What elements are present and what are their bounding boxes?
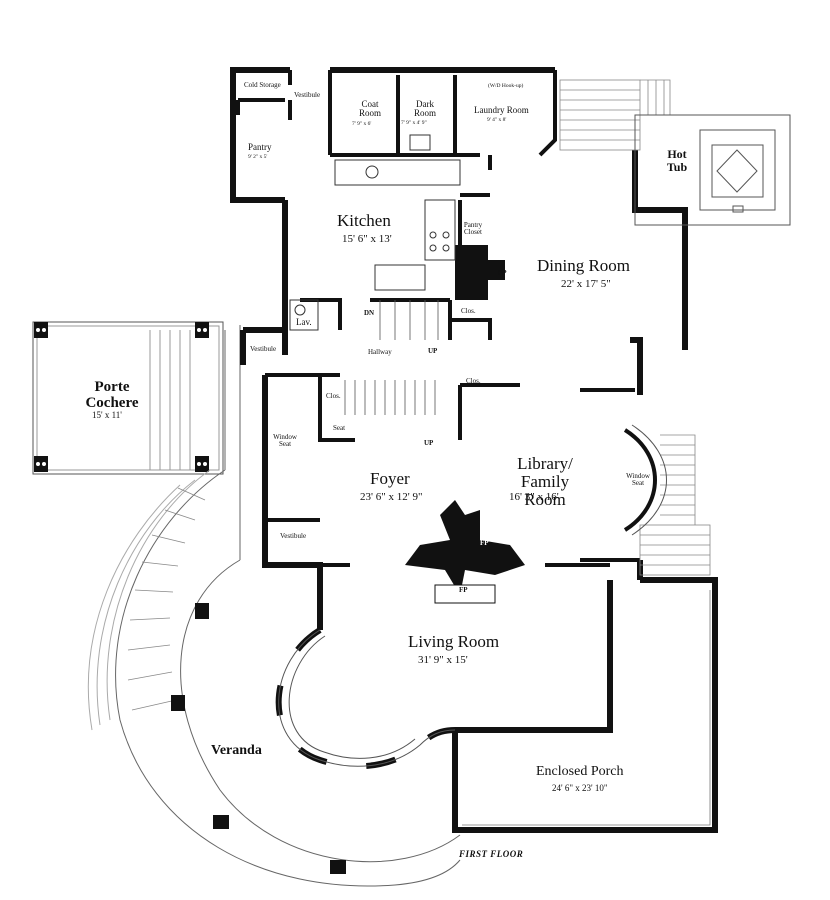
room-living: Living Room bbox=[408, 632, 500, 651]
fireplace-label-b: FP bbox=[480, 539, 489, 547]
porch-screens bbox=[462, 590, 711, 826]
fireplace-hearths bbox=[434, 584, 496, 604]
room-lav: Lav. bbox=[296, 317, 312, 327]
room-foyer: Foyer bbox=[370, 469, 410, 488]
room-coat-room-size: 7' 9" x 6' bbox=[352, 121, 372, 127]
room-laundry-size: 9' 4" x 8' bbox=[487, 117, 507, 123]
veranda-columns bbox=[171, 603, 346, 874]
room-library-size: 16' 3" x 16' bbox=[509, 491, 559, 503]
room-vestibule-top: Vestibule bbox=[294, 91, 321, 99]
fireplace-kitchen-label: FP bbox=[498, 269, 507, 277]
room-enclosed-porch-size: 24' 6" x 23' 10" bbox=[552, 783, 608, 793]
library-window-seat-glass bbox=[631, 424, 667, 536]
room-pantry-size: 9' 2" x 5' bbox=[248, 154, 268, 160]
fireplace-label-c: FP bbox=[459, 586, 468, 594]
porte-columns bbox=[34, 322, 209, 472]
kitchen-fixtures bbox=[289, 134, 461, 331]
stair-treads bbox=[344, 300, 439, 415]
room-coat-room: Coat Room bbox=[358, 99, 381, 119]
room-clos-c: Clos. bbox=[326, 392, 341, 400]
exterior-walls bbox=[230, 67, 718, 833]
library-window-seat bbox=[623, 428, 657, 532]
room-veranda: Veranda bbox=[211, 743, 262, 758]
room-pantry: Pantry bbox=[248, 142, 272, 152]
room-clos-a: Clos. bbox=[461, 307, 476, 315]
room-hallway: Hallway bbox=[368, 348, 392, 356]
room-dark-room: Dark Room bbox=[413, 99, 436, 119]
room-dark-room-size: 7' 9" x 4' 9" bbox=[401, 120, 427, 126]
room-porte-cochere: Porte Cochere bbox=[85, 379, 139, 411]
room-foyer-size: 23' 6" x 12' 9" bbox=[360, 491, 423, 503]
hot-tub-deck bbox=[634, 114, 791, 226]
deck-right bbox=[639, 434, 711, 576]
fireplace-label-a: FP bbox=[427, 535, 436, 543]
room-cold-storage: Cold Storage bbox=[244, 81, 281, 89]
fireplace-center bbox=[405, 500, 525, 595]
porte-cochere bbox=[32, 321, 224, 475]
room-hot-tub: Hot Tub bbox=[666, 147, 688, 174]
room-clos-b: Clos. bbox=[466, 377, 481, 385]
plan-caption: FIRST FLOOR bbox=[459, 849, 524, 859]
room-dining: Dining Room bbox=[537, 256, 631, 275]
living-bay-glass bbox=[278, 629, 456, 767]
room-living-size: 31' 9" x 15' bbox=[418, 654, 468, 666]
interior-walls bbox=[236, 70, 640, 567]
stair-up-label-a: UP bbox=[428, 347, 438, 355]
room-enclosed-porch: Enclosed Porch bbox=[536, 764, 624, 779]
stair-dn-label: DN bbox=[364, 309, 375, 317]
room-pantry-closet: Pantry Closet bbox=[463, 221, 483, 237]
veranda-stair-treads bbox=[127, 487, 206, 711]
room-dining-size: 22' x 17' 5" bbox=[561, 278, 611, 290]
room-kitchen: Kitchen bbox=[337, 211, 391, 230]
room-library: Library/ Family Room bbox=[517, 454, 573, 509]
room-porte-cochere-size: 15' x 11' bbox=[92, 410, 122, 420]
room-window-seat-right: Window Seat bbox=[626, 472, 650, 488]
room-laundry: Laundry Room bbox=[474, 105, 529, 115]
room-vestibule-mid: Vestibule bbox=[250, 345, 277, 353]
fireplace-kitchen bbox=[455, 245, 505, 300]
room-seat: Seat bbox=[333, 424, 346, 432]
room-kitchen-size: 15' 6" x 13' bbox=[342, 233, 392, 245]
laundry-note: (W/D Hook-up) bbox=[488, 83, 524, 89]
room-vestibule-low: Vestibule bbox=[280, 532, 307, 540]
stair-up-label-b: UP bbox=[424, 439, 434, 447]
room-window-seat-left: Window Seat bbox=[273, 433, 297, 449]
veranda-deck bbox=[87, 325, 461, 887]
